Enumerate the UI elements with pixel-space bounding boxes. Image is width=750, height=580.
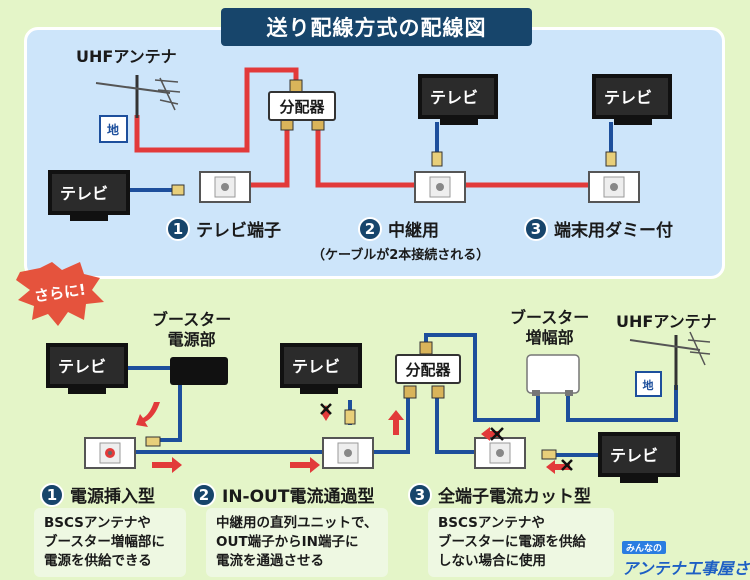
cable-splitter-to-outlet2 [315, 125, 418, 188]
wall-outlet-icon [414, 171, 466, 203]
tv-icon [598, 432, 680, 483]
tv-label: テレビ [58, 357, 107, 376]
cable-outlet2-to-splitter [372, 395, 410, 454]
top-step-3: 3 端末用ダミー付 [524, 216, 673, 241]
arrow-left-icon [546, 460, 570, 474]
tv-icon [48, 170, 130, 221]
cable-booster-amp-to-antenna [566, 385, 678, 422]
booster-amp-unit-icon [526, 354, 580, 396]
uhf-antenna-icon-bottom: 地 [629, 331, 711, 397]
wall-outlet-icon-power [84, 437, 136, 469]
cable-antenna-to-splitter [134, 67, 299, 153]
x-mark-icon [320, 403, 332, 415]
booster-amp-label: ブースター 増幅部 [510, 308, 590, 347]
cable-splitter-to-outlet3 [435, 395, 475, 454]
booster-power-label: ブースター 電源部 [152, 310, 232, 349]
blocked-x-marks [320, 403, 573, 471]
wall-outlet-icon [474, 437, 526, 469]
wall-outlet-icon [588, 171, 640, 203]
splitter-label: 分配器 [395, 354, 461, 384]
plug-icon [344, 409, 356, 425]
current-flow-arrows [136, 402, 570, 474]
bottom-step-2-desc: 中継用の直列ユニットで、OUT端子からIN端子に電流を通過させる [206, 508, 388, 577]
page-title: 送り配線方式の配線図 [221, 8, 532, 46]
arrow-right-icon [152, 457, 182, 473]
tv-label: テレビ [292, 357, 341, 376]
booster-power-unit-icon [170, 357, 228, 385]
arrow-left-icon [481, 427, 500, 441]
tv-label: テレビ [60, 184, 109, 203]
tv-icon [280, 343, 362, 394]
tv-label: テレビ [604, 88, 653, 107]
plug-icon [171, 184, 185, 196]
svg-text:地: 地 [107, 122, 119, 137]
arrow-up-icon [388, 410, 404, 435]
bottom-step-3: 3 全端子電流カット型 [408, 482, 591, 507]
badge-starburst [16, 262, 104, 326]
logo: みんなの アンテナ工事屋さん [622, 536, 750, 579]
top-step-1: 1 テレビ端子 [166, 216, 281, 241]
top-step-2-note: （ケーブルが2本接続される） [312, 248, 490, 263]
tv-icon [418, 74, 498, 125]
plug-icon [431, 151, 443, 167]
tv-label: テレビ [610, 446, 659, 465]
splitter-label: 分配器 [268, 91, 336, 121]
antenna-label: UHFアンテナ [76, 47, 177, 66]
cable-splitter-to-outlet1 [251, 125, 290, 188]
wall-outlet-icon [199, 171, 251, 203]
cable-splitter-to-booster-amp [424, 333, 540, 422]
top-step-2: 2 中継用 [358, 216, 439, 241]
x-mark-icon [561, 459, 573, 471]
tv-icon [46, 343, 128, 394]
plug-icon [605, 151, 617, 167]
arrow-down-icon [321, 405, 331, 421]
bottom-step-1: 1 電源挿入型 [40, 482, 155, 507]
antenna-label: UHFアンテナ [616, 312, 717, 331]
bottom-step-3-desc: BSCSアンテナやブースターに電源を供給しない場合に使用 [428, 508, 614, 577]
wall-outlet-icon [322, 437, 374, 469]
tv-icon [592, 74, 672, 125]
bottom-step-2: 2 IN-OUT電流通過型 [192, 482, 374, 507]
uhf-antenna-icon-top: 地 [95, 75, 181, 143]
svg-text:地: 地 [643, 378, 654, 392]
plug-icon [541, 449, 557, 460]
plug-icon [145, 436, 161, 447]
x-mark-icon [490, 427, 504, 441]
cable-booster-power-to-outlet [157, 385, 182, 442]
tv-label: テレビ [430, 88, 479, 107]
arrow-right-icon [290, 457, 320, 473]
bottom-step-1-desc: BSCSアンテナやブースター増幅部に電源を供給できる [34, 508, 186, 577]
arrow-curved-icon [136, 402, 160, 427]
